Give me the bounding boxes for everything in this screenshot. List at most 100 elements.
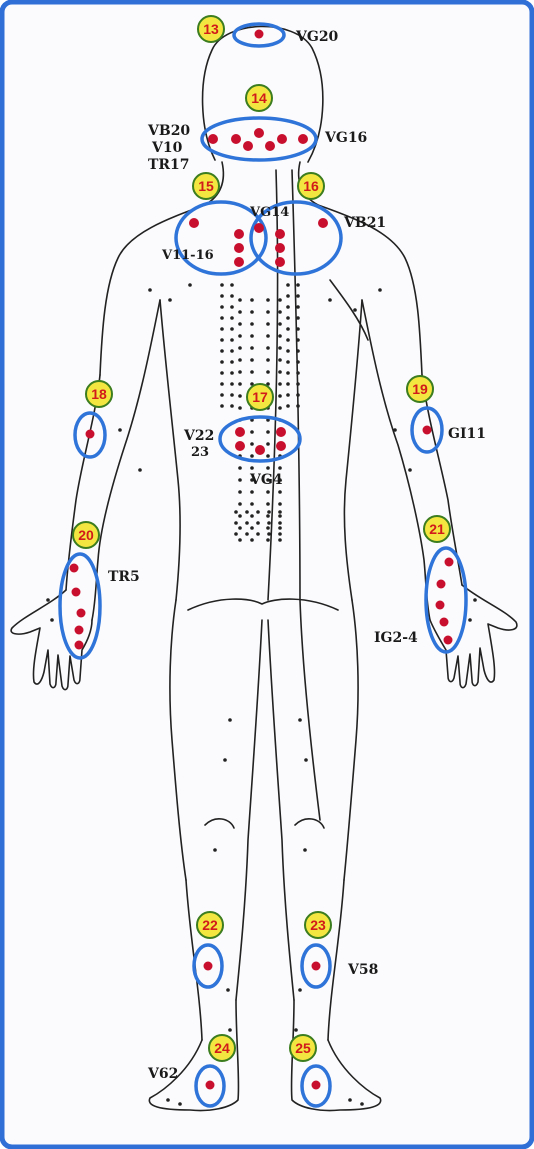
badge-24: 24 <box>209 1035 235 1061</box>
meridian-dot <box>267 521 271 525</box>
meridian-dot <box>238 490 242 494</box>
meridian-dot <box>245 521 249 525</box>
badge-22: 22 <box>197 912 223 938</box>
point-vb21-l <box>189 218 199 228</box>
meridian-dot <box>230 349 234 353</box>
meridian-dot <box>278 526 282 530</box>
meridian-dot <box>296 305 300 309</box>
label-vg20: VG20 <box>295 29 339 45</box>
point-v22-r <box>276 427 286 437</box>
point-ig-b <box>437 580 446 589</box>
meridian-dot <box>266 466 270 470</box>
badge-21: 21 <box>424 516 450 542</box>
point-25 <box>312 1081 321 1090</box>
badge-25: 25 <box>290 1035 316 1061</box>
meridian-dot <box>408 468 412 472</box>
label-tr17: TR17 <box>148 157 190 173</box>
meridian-dot <box>250 454 254 458</box>
meridian-dot <box>267 510 271 514</box>
point-v62 <box>206 1081 215 1090</box>
meridian-dot <box>266 370 270 374</box>
meridian-dot <box>250 538 254 542</box>
meridian-dot <box>238 538 242 542</box>
meridian-dot <box>238 322 242 326</box>
meridian-dot <box>238 310 242 314</box>
point-gi11-r <box>423 426 432 435</box>
meridian-dot <box>220 360 224 364</box>
meridian-dot <box>286 294 290 298</box>
meridian-dot <box>250 310 254 314</box>
badge-14: 14 <box>246 85 272 111</box>
meridian-dot <box>220 305 224 309</box>
label-v58: V58 <box>347 962 378 978</box>
meridian-dot <box>298 718 302 722</box>
meridian-dot <box>278 346 282 350</box>
meridian-dot <box>393 428 397 432</box>
meridian-dot <box>230 316 234 320</box>
label-v62: V62 <box>147 1066 178 1082</box>
meridian-dot <box>296 294 300 298</box>
meridian-dot <box>296 283 300 287</box>
badge-20: 20 <box>73 522 99 548</box>
meridian-dot <box>328 298 332 302</box>
meridian-dot <box>256 532 260 536</box>
meridian-dot <box>278 406 282 410</box>
meridian-dot <box>286 404 290 408</box>
meridian-dot <box>230 338 234 342</box>
meridian-dot <box>296 404 300 408</box>
svg-text:22: 22 <box>202 917 218 933</box>
meridian-dot <box>266 490 270 494</box>
meridian-dot <box>250 358 254 362</box>
point-tr5-d <box>75 626 84 635</box>
meridian-dot <box>278 370 282 374</box>
meridian-dot <box>220 327 224 331</box>
meridian-dot <box>166 1098 170 1102</box>
meridian-dot <box>228 1028 232 1032</box>
meridian-dot <box>278 310 282 314</box>
meridian-dot <box>353 308 357 312</box>
meridian-dot <box>286 371 290 375</box>
badge-23: 23 <box>305 912 331 938</box>
point-ig-c <box>436 601 445 610</box>
label-vg4: VG4 <box>249 472 283 488</box>
badge-19: 19 <box>407 376 433 402</box>
meridian-dot <box>238 502 242 506</box>
label-tr5: TR5 <box>108 569 140 585</box>
meridian-dot <box>250 334 254 338</box>
meridian-dot <box>238 298 242 302</box>
meridian-dot <box>230 360 234 364</box>
meridian-dot <box>286 327 290 331</box>
point-vg4 <box>255 445 265 455</box>
meridian-dot <box>220 371 224 375</box>
meridian-dot <box>230 393 234 397</box>
meridian-dot <box>278 490 282 494</box>
badge-16: 16 <box>298 173 324 199</box>
point-v23-r <box>276 441 286 451</box>
meridian-dot <box>278 394 282 398</box>
point-v10-l <box>231 134 241 144</box>
meridian-dot <box>230 283 234 287</box>
label-v11-16: V11-16 <box>161 248 214 263</box>
meridian-dot <box>250 466 254 470</box>
badge-18: 18 <box>86 381 112 407</box>
meridian-dot <box>286 393 290 397</box>
meridian-dot <box>304 758 308 762</box>
svg-text:17: 17 <box>252 389 268 405</box>
point-v11-d <box>275 229 285 239</box>
meridian-dot <box>245 510 249 514</box>
point-tr17-l <box>243 141 253 151</box>
meridian-dot <box>250 502 254 506</box>
label-vg14: VG14 <box>249 205 289 220</box>
meridian-dot <box>278 334 282 338</box>
meridian-dot <box>228 718 232 722</box>
meridian-dot <box>220 382 224 386</box>
meridian-dot <box>250 298 254 302</box>
meridian-dot <box>256 521 260 525</box>
svg-text:24: 24 <box>214 1040 230 1056</box>
meridian-dot <box>278 298 282 302</box>
meridian-dot <box>296 382 300 386</box>
meridian-dot <box>238 382 242 386</box>
point-tr17-r <box>277 134 287 144</box>
svg-text:21: 21 <box>429 521 445 537</box>
